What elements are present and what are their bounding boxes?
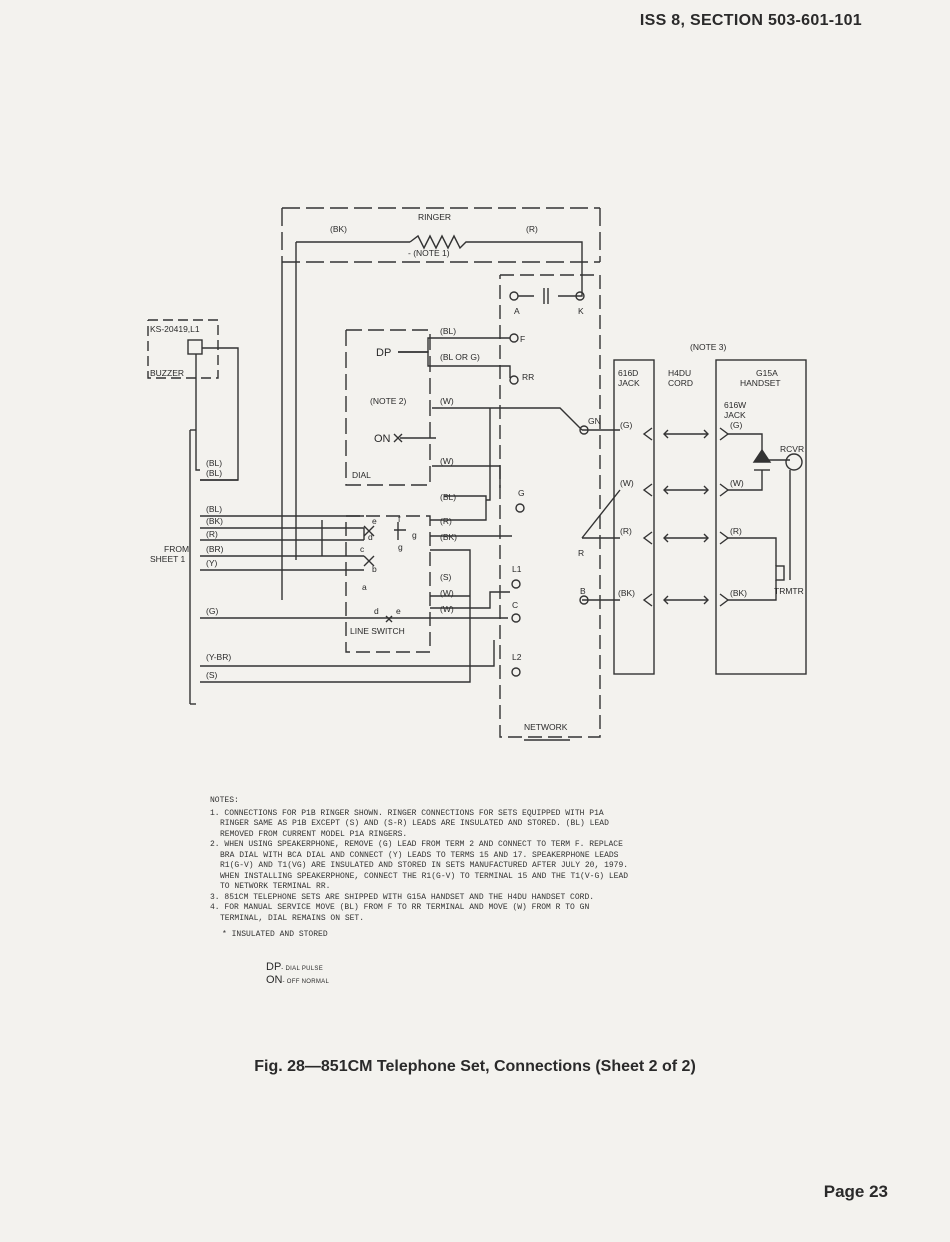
ringer-label: RINGER	[418, 212, 451, 222]
dial-lead-bl: (BL)	[440, 326, 456, 336]
handset-label-1: G15A	[756, 368, 778, 378]
figure-caption: Fig. 28—851CM Telephone Set, Connections…	[254, 1058, 696, 1075]
buzzer-label: BUZZER	[150, 368, 184, 378]
rcvr-label: RCVR	[780, 444, 804, 454]
handset-jack-1: 616W	[724, 400, 746, 410]
jack-lead: (G)	[620, 420, 632, 430]
ls-lead-w2: (W)	[440, 604, 454, 614]
legend-dp: DP- DIAL PULSE	[266, 961, 324, 973]
jack-lead: (W)	[620, 478, 634, 488]
dial-lead-w1: (W)	[440, 396, 454, 406]
left-lead: (G)	[206, 606, 218, 616]
ls-d2: d	[374, 606, 379, 616]
cord-label-1: H4DU	[668, 368, 691, 378]
ls-lead-r: (R)	[440, 516, 452, 526]
left-lead: (BL)	[206, 458, 222, 468]
trmtr-label: TRMTR	[774, 586, 804, 596]
jack-lead: (R)	[620, 526, 632, 536]
note3-label: (NOTE 3)	[690, 342, 727, 352]
dial-enclosure	[345, 329, 431, 486]
terminal-g: G	[518, 488, 525, 498]
handset-lead: (W)	[730, 478, 744, 488]
network-enclosure	[499, 274, 601, 738]
ls-c: c	[360, 544, 365, 554]
network-label: NETWORK	[524, 722, 568, 732]
handset-box	[715, 359, 807, 675]
line-switch-label: LINE SWITCH	[350, 626, 405, 636]
note-item: 1. CONNECTIONS FOR P1B RINGER SHOWN. RIN…	[210, 808, 609, 839]
note-item: 2. WHEN USING SPEAKERPHONE, REMOVE (G) L…	[210, 840, 629, 891]
dial-on: ON	[374, 433, 391, 445]
page-number: Page 23	[823, 1182, 888, 1201]
ls-lead-s: (S)	[440, 572, 452, 582]
note-item: 3. 851CM TELEPHONE SETS ARE SHIPPED WITH…	[210, 892, 595, 902]
ls-lead-w1: (W)	[440, 588, 454, 598]
left-lead: (BL)	[206, 468, 222, 478]
ls-lead-bk: (BK)	[440, 532, 457, 542]
dial-label: DIAL	[352, 470, 371, 480]
handset-jack-2: JACK	[724, 410, 746, 420]
terminal-l1: L1	[512, 564, 522, 574]
terminal-a: A	[514, 306, 520, 316]
dial-lead-bl-or-g: (BL OR G)	[440, 352, 480, 362]
dial-dp: DP	[376, 347, 391, 359]
ls-b: b	[372, 564, 377, 574]
ls-e2: e	[396, 606, 401, 616]
terminal-r: R	[578, 548, 584, 558]
dial-lead-w2: (W)	[440, 456, 454, 466]
handset-lead: (G)	[730, 420, 742, 430]
ls-g2: g	[398, 542, 403, 552]
jack-lead: (BK)	[618, 588, 635, 598]
legend-on: ON- OFF NORMAL	[266, 974, 330, 986]
page-header: ISS 8, SECTION 503-601-101	[639, 12, 862, 29]
ls-e: e	[372, 516, 377, 526]
left-lead: (BL)	[206, 504, 222, 514]
ls-a: a	[362, 582, 367, 592]
terminal-rr: RR	[522, 372, 534, 382]
terminal-k: K	[578, 306, 584, 316]
handset-lead: (BK)	[730, 588, 747, 598]
notes-block: NOTES: 1. CONNECTIONS FOR P1B RINGER SHO…	[210, 796, 630, 941]
from-sheet-line1: FROM	[164, 544, 189, 554]
left-lead: (R)	[206, 529, 218, 539]
left-lead: (BR)	[206, 544, 224, 554]
handset-lead: (R)	[730, 526, 742, 536]
legend: DP- DIAL PULSE ON- OFF NORMAL	[266, 962, 329, 988]
ringer-r-lead: (R)	[526, 224, 538, 234]
left-lead: (S)	[206, 670, 218, 680]
buzzer-part: KS-20419,L1	[150, 324, 200, 334]
note-item: 4. FOR MANUAL SERVICE MOVE (BL) FROM F T…	[210, 903, 590, 923]
from-sheet-line2: SHEET 1	[150, 554, 186, 564]
notes-title: NOTES:	[210, 796, 239, 805]
left-lead: (BK)	[206, 516, 223, 526]
handset-label-2: HANDSET	[740, 378, 781, 388]
ls-lead-bl: (BL)	[440, 492, 456, 502]
ringer-enclosure	[281, 207, 601, 263]
left-lead: (Y-BR)	[206, 652, 231, 662]
terminal-l2: L2	[512, 652, 522, 662]
ringer-note: - (NOTE 1)	[408, 248, 450, 258]
jack-label-2: JACK	[618, 378, 640, 388]
ringer-bk-lead: (BK)	[330, 224, 347, 234]
terminal-gn: GN	[588, 416, 601, 426]
ls-f: f	[398, 514, 401, 524]
ls-g: g	[412, 530, 417, 540]
terminal-f: F	[520, 334, 525, 344]
ls-d: d	[368, 532, 373, 542]
buzzer-enclosure	[147, 319, 219, 379]
cord-label-2: CORD	[668, 378, 693, 388]
terminal-c: C	[512, 600, 518, 610]
616d-jack-box	[613, 359, 655, 675]
terminal-b: B	[580, 586, 586, 596]
dial-note: (NOTE 2)	[370, 396, 407, 406]
insulated-note: * INSULATED AND STORED	[222, 930, 328, 939]
wiring-diagram: RINGER (BK) (R) - (NOTE 1) A K KS-20419,…	[147, 207, 807, 741]
left-lead: (Y)	[206, 558, 218, 568]
jack-label-1: 616D	[618, 368, 638, 378]
line-switch-enclosure	[345, 515, 431, 653]
